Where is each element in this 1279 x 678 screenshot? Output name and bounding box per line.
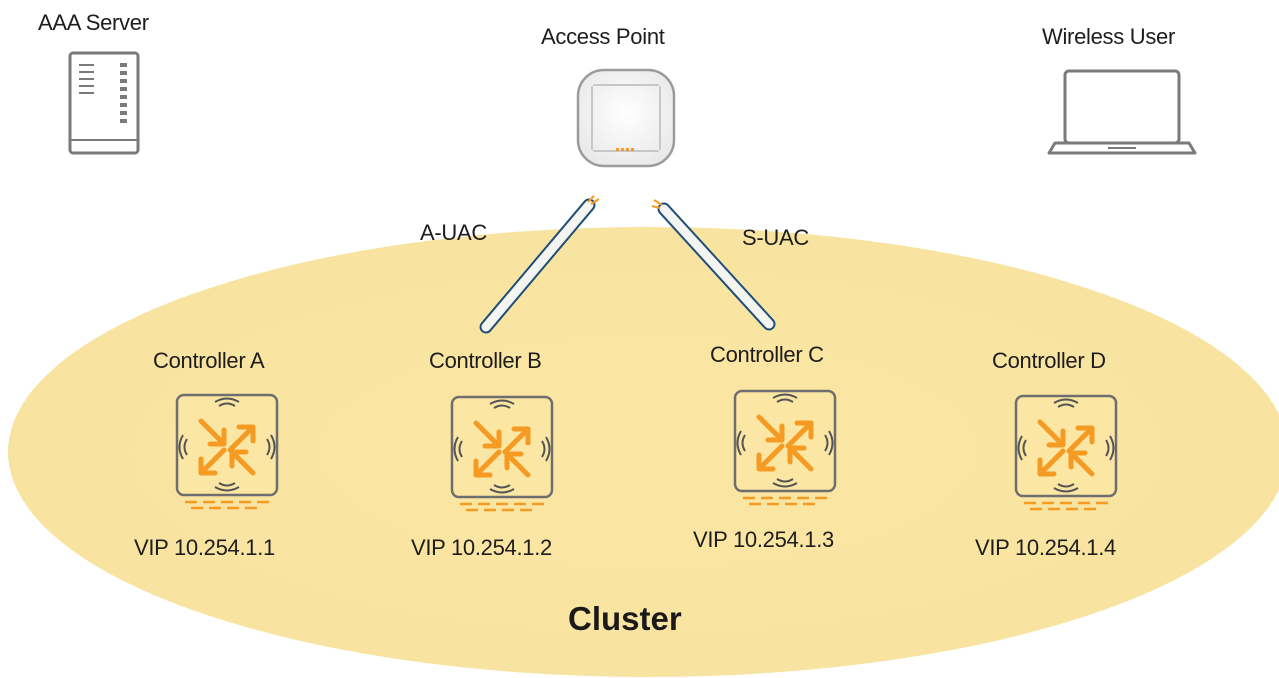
laptop-icon	[1047, 69, 1197, 155]
access-point-icon	[576, 68, 676, 168]
a-uac-cable	[479, 195, 600, 334]
controller-b-vip: VIP 10.254.1.2	[411, 535, 552, 560]
controller-a-icon	[177, 395, 277, 508]
aaa-server-label: AAA Server	[38, 10, 149, 35]
wireless-user-label: Wireless User	[1042, 24, 1175, 49]
a-uac-label: A-UAC	[420, 220, 487, 245]
controller-c-icon	[735, 391, 835, 504]
controller-d-icon	[1016, 396, 1116, 509]
controller-d-name: Controller D	[992, 348, 1106, 373]
access-point-label: Access Point	[541, 24, 665, 49]
server-icon	[68, 51, 140, 155]
controller-c-vip: VIP 10.254.1.3	[693, 527, 834, 552]
controller-d-vip: VIP 10.254.1.4	[975, 535, 1116, 560]
controller-c-name: Controller C	[710, 342, 824, 367]
s-uac-label: S-UAC	[742, 225, 809, 250]
cluster-ellipse	[8, 227, 1279, 677]
controller-b-name: Controller B	[429, 348, 542, 373]
controller-b-icon	[452, 397, 552, 510]
controller-a-name: Controller A	[153, 348, 265, 373]
s-uac-cable	[651, 199, 776, 331]
cluster-label: Cluster	[568, 600, 682, 637]
controller-a-vip: VIP 10.254.1.1	[134, 535, 275, 560]
